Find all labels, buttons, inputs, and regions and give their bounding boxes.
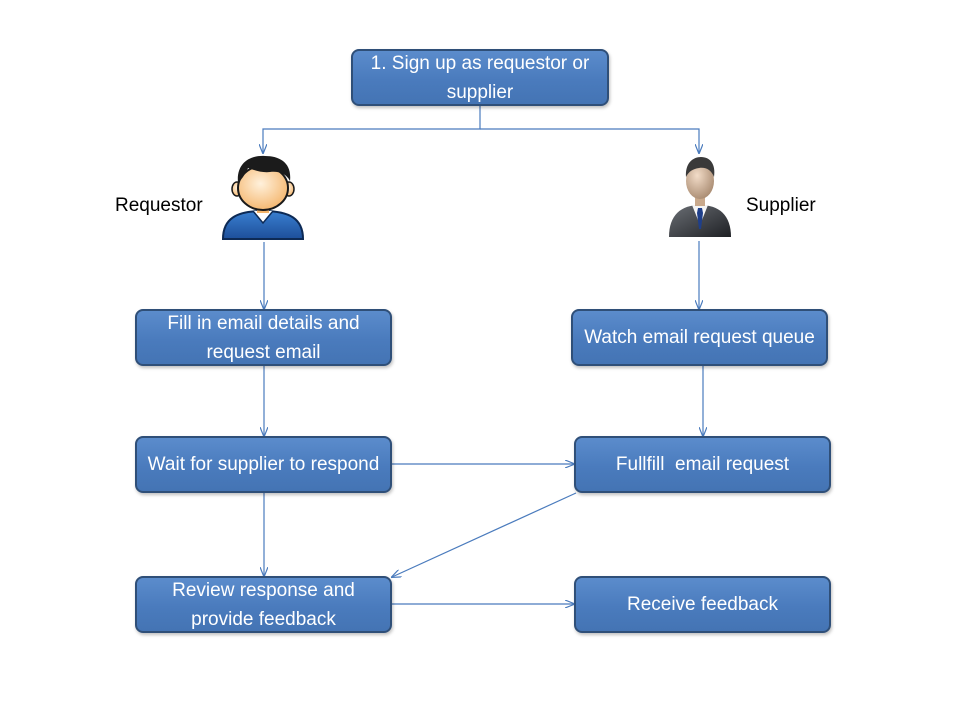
- connector-fulfill-to-review: [392, 492, 577, 577]
- step-review-feedback-box: Review response and provide feedback: [135, 576, 392, 633]
- step-fulfill-request-label: Fullfill email request: [615, 454, 790, 475]
- step-fulfill-request-box: Fullfill email request: [574, 436, 831, 493]
- connector-signup-split: [263, 105, 481, 153]
- step-receive-feedback-box: Receive feedback: [574, 576, 831, 633]
- step-wait-supplier-box: Wait for supplier to respond: [135, 436, 392, 493]
- connector-signup-to-supplier: [480, 128, 699, 153]
- step-wait-supplier-label: Wait for supplier to respond: [147, 454, 380, 475]
- supplier-role-label: Supplier: [746, 195, 816, 216]
- step-fill-request-label: Fill in email details and request email: [167, 312, 360, 363]
- step-fill-request-box: Fill in email details and request email: [135, 309, 392, 366]
- step-receive-feedback-label: Receive feedback: [626, 594, 779, 615]
- step-watch-queue-label: Watch email request queue: [584, 327, 815, 348]
- requestor-role-label: Requestor: [115, 195, 203, 216]
- step-review-feedback-label: Review response and provide feedback: [172, 579, 355, 630]
- step-signup-box: 1. Sign up as requestor or supplier: [351, 49, 609, 106]
- businessman-icon: [669, 157, 731, 237]
- step-watch-queue-box: Watch email request queue: [571, 309, 828, 366]
- user-avatar-icon: [221, 155, 305, 240]
- step-signup-label: 1. Sign up as requestor or supplier: [370, 52, 590, 103]
